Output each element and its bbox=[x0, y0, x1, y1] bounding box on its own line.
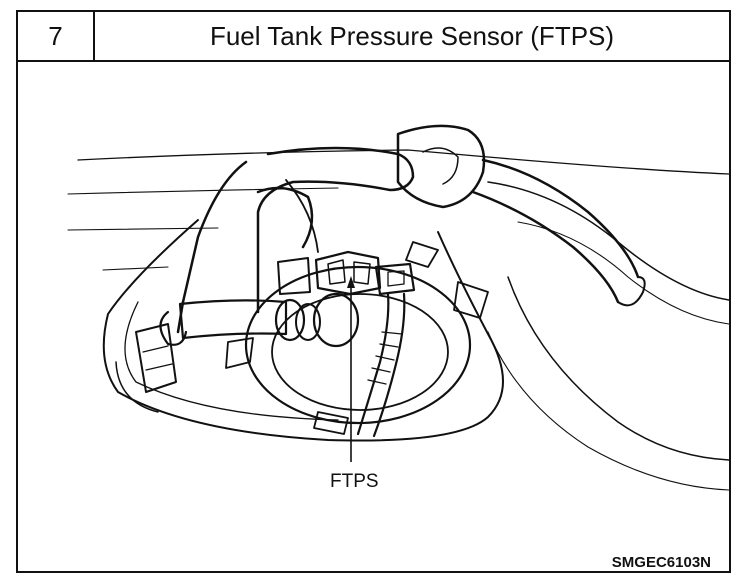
figure-code: SMGEC6103N bbox=[611, 554, 711, 571]
figure-frame: 7 Fuel Tank Pressure Sensor (FTPS) bbox=[16, 10, 731, 573]
electrical-connector bbox=[374, 262, 416, 296]
wire-harness bbox=[356, 292, 390, 436]
tank-outline bbox=[77, 149, 729, 175]
ftps-callout-label: FTPS bbox=[330, 471, 379, 492]
ftps-leader-arrow bbox=[347, 276, 355, 288]
vent-pipe bbox=[396, 124, 486, 209]
figure-header: 7 Fuel Tank Pressure Sensor (FTPS) bbox=[18, 12, 729, 62]
tank-surface-line bbox=[67, 187, 339, 195]
tank-right-contour bbox=[487, 181, 729, 301]
figure-title: Fuel Tank Pressure Sensor (FTPS) bbox=[209, 20, 615, 51]
sender-ring bbox=[244, 265, 472, 425]
fuel-hose bbox=[178, 299, 288, 340]
tank-recess-outline bbox=[102, 219, 504, 442]
step-number: 7 bbox=[18, 12, 95, 60]
mounting-bracket bbox=[135, 323, 177, 393]
fuel-tank-illustration bbox=[67, 124, 729, 491]
